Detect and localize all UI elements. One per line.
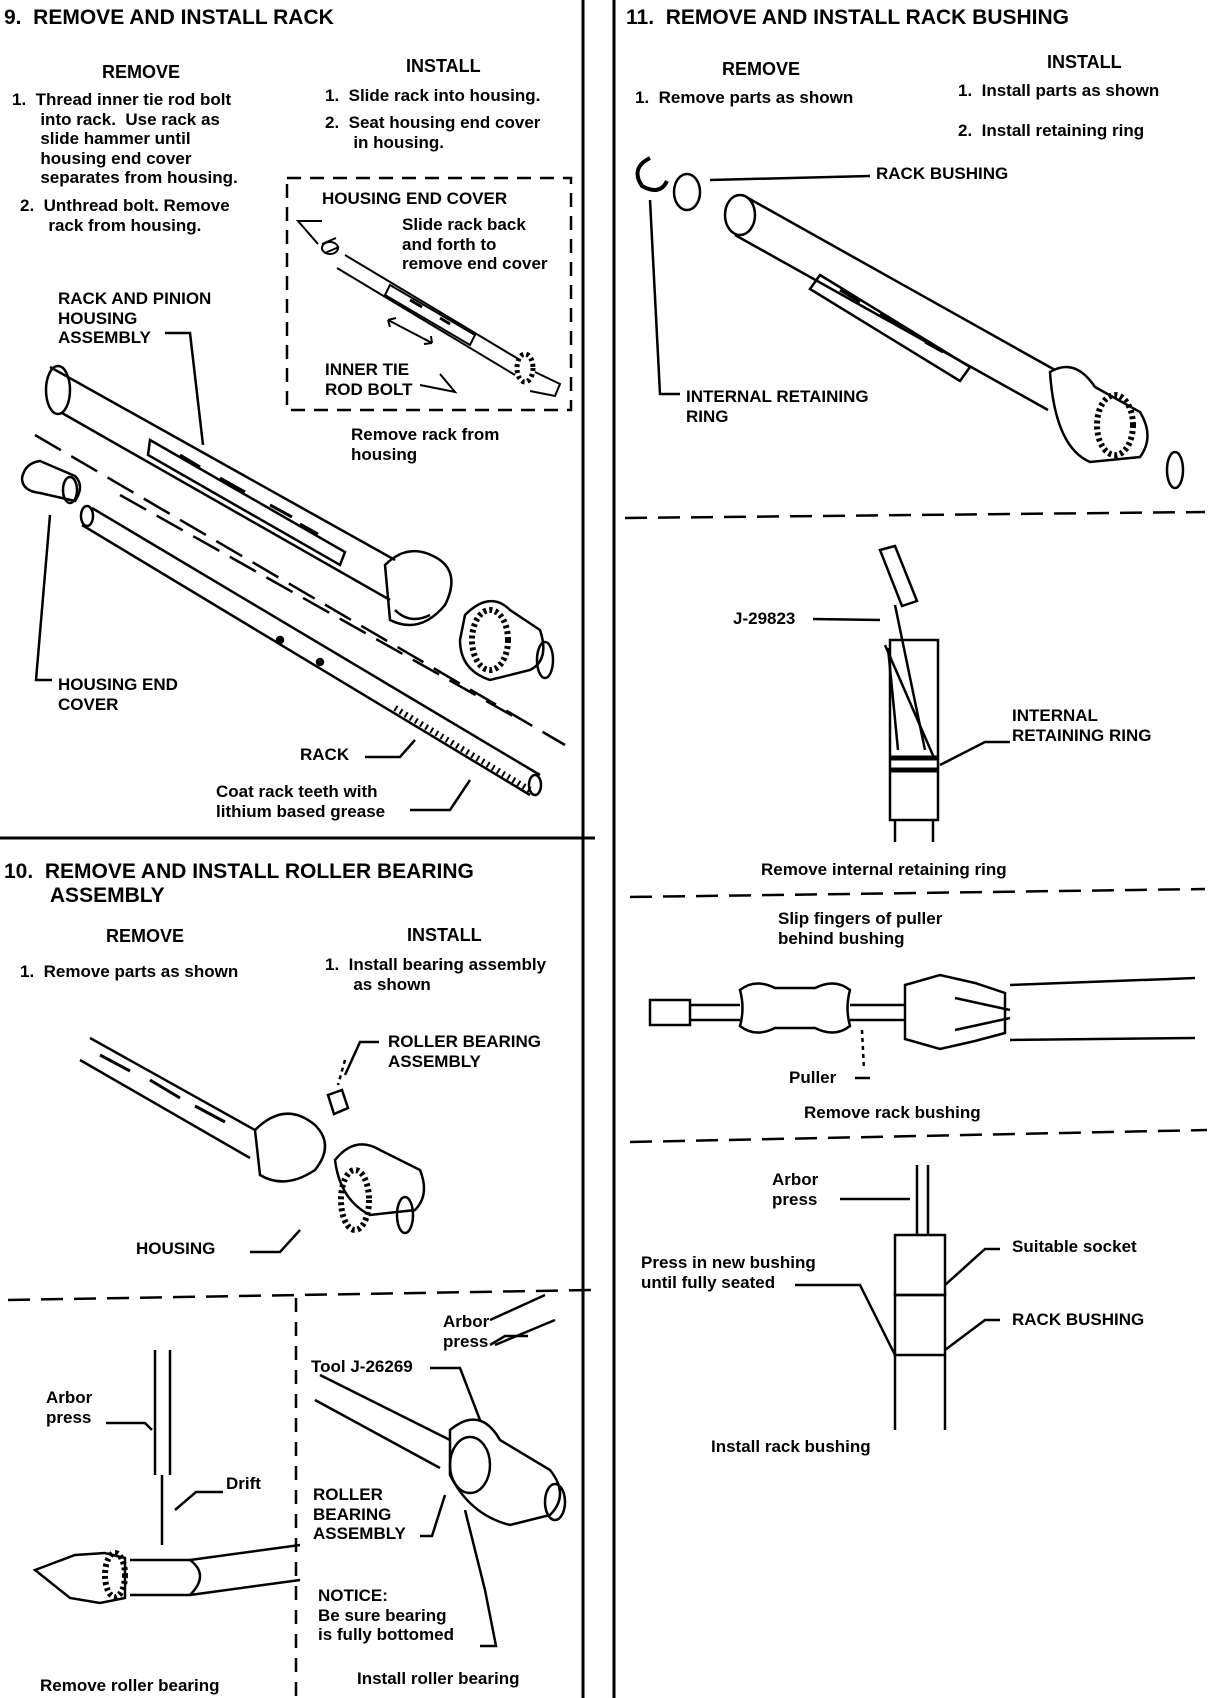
- section-11-remove-step-1: 1. Remove parts as shown: [635, 88, 854, 107]
- label-internal-retaining-ring-2: INTERNAL RETAINING RING: [1012, 706, 1152, 745]
- section-9-install-step-2: 2. Seat housing end cover in housing.: [325, 113, 541, 152]
- label-rack-bushing-2: RACK BUSHING: [1012, 1310, 1145, 1329]
- label-tool-j29823: J-29823: [733, 609, 796, 628]
- label-housing-end-cover-inset: HOUSING END COVER: [322, 189, 508, 208]
- label-arbor-press-left: Arbor press: [46, 1388, 93, 1427]
- section-10-install-step-1: 1. Install bearing assembly as shown: [325, 955, 547, 994]
- label-arbor-press: Arbor press: [772, 1170, 819, 1209]
- section-10-install-heading: INSTALL: [407, 925, 482, 945]
- label-rack: RACK: [300, 745, 350, 764]
- section-9-install-step-1: 1. Slide rack into housing.: [325, 86, 541, 105]
- section-11-remove-heading: REMOVE: [722, 59, 801, 79]
- section-10-remove-step-1: 1. Remove parts as shown: [20, 962, 239, 981]
- section-9-remove-step-2: 2. Unthread bolt. Remove rack from housi…: [20, 196, 230, 235]
- label-tool-j26269: Tool J-26269: [311, 1357, 413, 1376]
- label-rack-pinion-housing: RACK AND PINION HOUSING ASSEMBLY: [58, 289, 212, 348]
- caption-install-roller-bearing: Install roller bearing: [357, 1669, 520, 1688]
- label-housing: HOUSING: [136, 1239, 216, 1258]
- label-roller-bearing-assembly-2: ROLLER BEARING ASSEMBLY: [313, 1485, 406, 1544]
- section-11-install-step-2: 2. Install retaining ring: [958, 121, 1145, 140]
- section-9-install-heading: INSTALL: [406, 56, 481, 76]
- label-slide-rack: Slide rack back and forth to remove end …: [402, 215, 548, 274]
- section-9-remove-heading: REMOVE: [102, 62, 181, 82]
- label-drift: Drift: [226, 1474, 261, 1493]
- label-slip-fingers: Slip fingers of puller behind bushing: [778, 909, 943, 948]
- rack-housing-drawing: [20, 331, 566, 812]
- notice-bearing-bottomed: NOTICE: Be sure bearing is fully bottome…: [318, 1586, 454, 1645]
- label-housing-end-cover: HOUSING END COVER: [58, 675, 178, 714]
- label-coat-rack: Coat rack teeth with lithium based greas…: [216, 782, 386, 821]
- section-10-remove-heading: REMOVE: [106, 926, 185, 946]
- label-rack-bushing: RACK BUSHING: [876, 164, 1009, 183]
- section-11-install-heading: INSTALL: [1047, 52, 1122, 72]
- label-inner-tie-rod-bolt: INNER TIE ROD BOLT: [325, 360, 413, 399]
- section-10-title: 10. REMOVE AND INSTALL ROLLER BEARING AS…: [4, 860, 474, 908]
- label-press-in-bushing: Press in new bushing until fully seated: [641, 1253, 816, 1292]
- section-11-install-step-1: 1. Install parts as shown: [958, 81, 1160, 100]
- section-9-remove-step-1: 1. Thread inner tie rod bolt into rack. …: [12, 90, 238, 188]
- label-suitable-socket: Suitable socket: [1012, 1237, 1137, 1256]
- caption-remove-rack: Remove rack from housing: [351, 425, 500, 464]
- label-internal-retaining-ring: INTERNAL RETAINING RING: [686, 387, 869, 426]
- caption-install-rack-bushing: Install rack bushing: [711, 1437, 871, 1456]
- label-roller-bearing-assembly: ROLLER BEARING ASSEMBLY: [388, 1032, 541, 1071]
- label-arbor-press-right: Arbor press: [443, 1312, 490, 1351]
- caption-remove-rack-bushing: Remove rack bushing: [804, 1103, 981, 1122]
- section-11-title: 11. REMOVE AND INSTALL RACK BUSHING: [626, 6, 1069, 29]
- caption-remove-internal-ring: Remove internal retaining ring: [761, 860, 1007, 879]
- section-9-title: 9. REMOVE AND INSTALL RACK: [4, 6, 334, 29]
- caption-remove-roller-bearing: Remove roller bearing: [40, 1676, 220, 1695]
- label-puller: Puller: [789, 1068, 837, 1087]
